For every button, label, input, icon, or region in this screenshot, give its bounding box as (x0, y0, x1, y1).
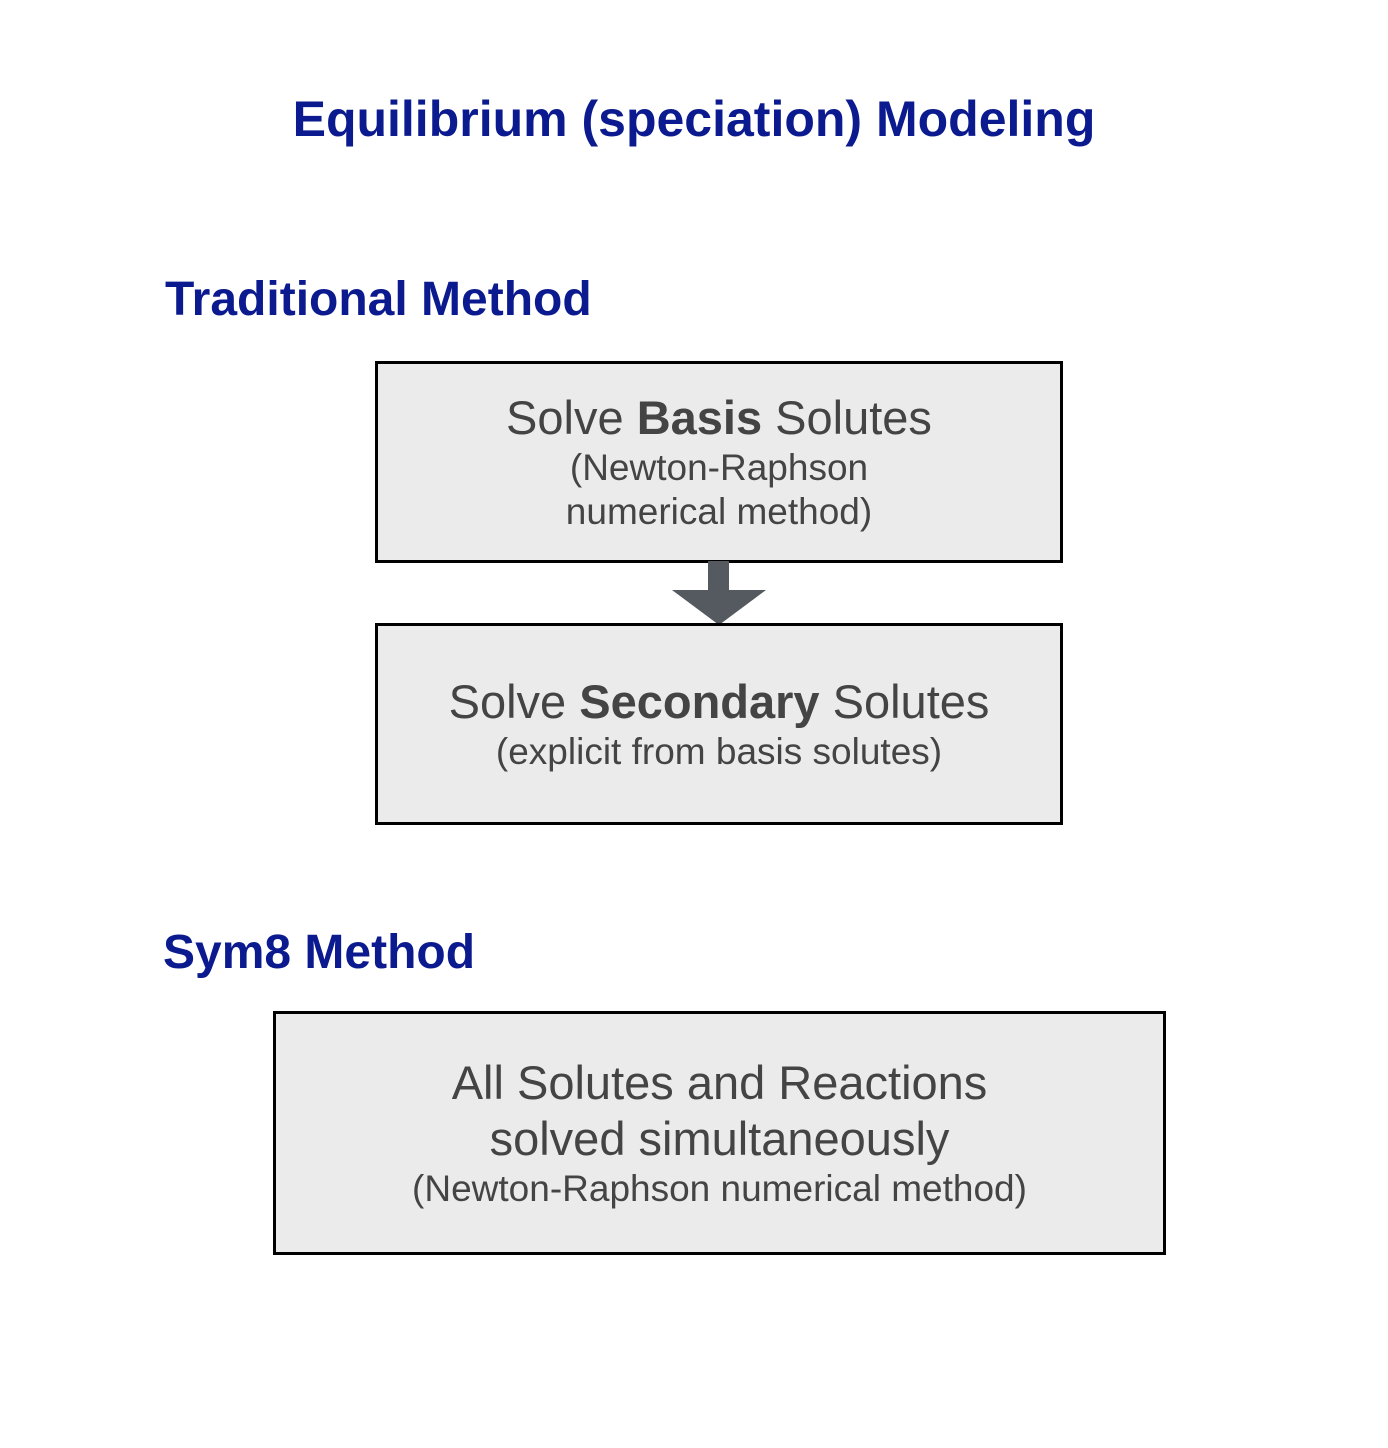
arrow-shaft (708, 561, 729, 591)
solve-secondary-label: Solve Secondary Solutes (449, 674, 990, 730)
page-title: Equilibrium (speciation) Modeling (292, 91, 1096, 147)
label-pre: Solve (506, 391, 637, 444)
solve-secondary-sub1: (explicit from basis solutes) (495, 731, 943, 772)
solve-basis-sub1: (Newton-Raphson (569, 447, 869, 488)
solve-basis-box: Solve Basis Solutes (Newton-Raphson nume… (375, 361, 1063, 563)
traditional-method-heading: Traditional Method (165, 273, 592, 326)
label-post: Solutes (762, 391, 932, 444)
sym8-method-heading: Sym8 Method (163, 926, 476, 979)
solve-basis-label: Solve Basis Solutes (506, 390, 932, 446)
label-post: Solutes (819, 675, 990, 728)
solve-secondary-box: Solve Secondary Solutes (explicit from b… (375, 623, 1063, 825)
label-bold: Secondary (579, 675, 820, 728)
sym8-box: All Solutes and Reactions solved simulta… (273, 1011, 1166, 1255)
sym8-sub1: (Newton-Raphson numerical method) (412, 1168, 1027, 1209)
sym8-line2: solved simultaneously (489, 1112, 950, 1165)
arrow-head (672, 590, 766, 625)
sym8-line1: All Solutes and Reactions (451, 1056, 988, 1109)
solve-basis-sub2: numerical method) (565, 491, 873, 532)
down-arrow-icon (672, 561, 766, 625)
label-bold: Basis (636, 391, 763, 444)
label-pre: Solve (448, 675, 580, 728)
